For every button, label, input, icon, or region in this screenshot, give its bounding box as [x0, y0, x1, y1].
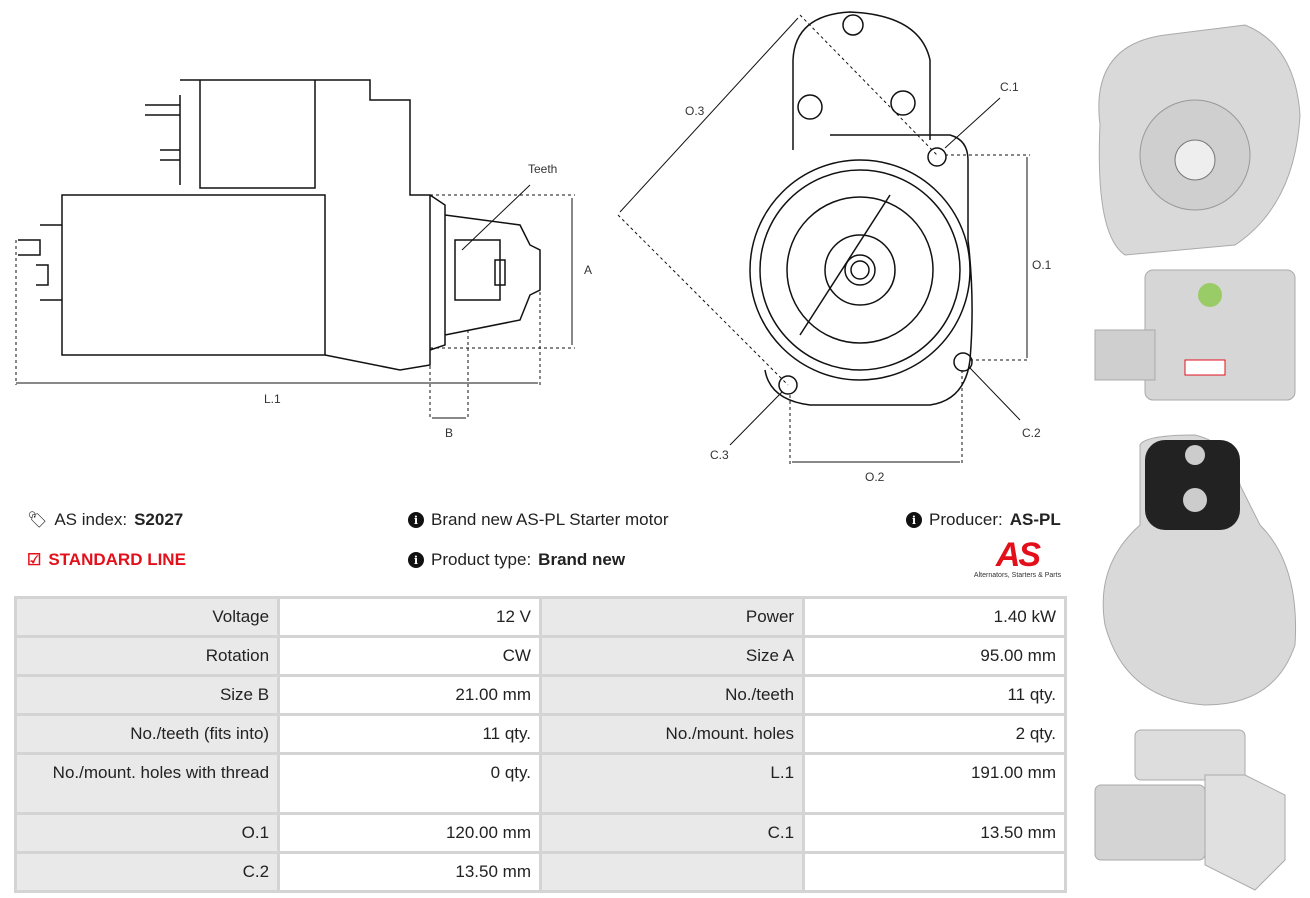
spec-value: 191.00 mm	[802, 752, 1067, 815]
spec-label: No./teeth (fits into)	[13, 713, 281, 755]
producer: i Producer: AS-PL	[906, 510, 1061, 530]
spec-label: No./teeth	[538, 674, 806, 716]
producer-label: Producer:	[929, 510, 1003, 529]
dim-o1-label: O.1	[1032, 258, 1052, 272]
checkbox-icon: ☑	[27, 552, 42, 569]
spec-label: O.1	[13, 812, 281, 854]
photo-side	[1094, 269, 1296, 401]
dim-l1-label: L.1	[264, 392, 281, 406]
product-type: i Product type: Brand new	[408, 550, 625, 570]
as-pl-logo: AS Alternators, Starters & Parts	[965, 538, 1070, 579]
spec-label: C.2	[13, 851, 281, 893]
spec-label: Power	[538, 596, 806, 638]
spec-value: 120.00 mm	[277, 812, 542, 854]
spec-label: No./mount. holes	[538, 713, 806, 755]
front-view-drawing	[617, 11, 1030, 465]
spec-label: Voltage	[13, 596, 281, 638]
as-index: 🏷 AS index: S2027	[27, 510, 183, 530]
dim-o3-label: O.3	[685, 104, 705, 118]
description-text: Brand new AS-PL Starter motor	[431, 510, 669, 529]
product-type-label: Product type:	[431, 550, 532, 569]
spec-label: No./mount. holes with thread	[13, 752, 281, 815]
dim-c3-label: C.3	[710, 448, 729, 462]
spec-value: 2 qty.	[802, 713, 1067, 755]
info-icon: i	[906, 512, 922, 528]
side-view-drawing	[15, 79, 575, 420]
spec-value: 13.50 mm	[277, 851, 542, 893]
logo-tagline: Alternators, Starters & Parts	[973, 572, 1062, 579]
spec-value: 21.00 mm	[277, 674, 542, 716]
spec-label: Size A	[538, 635, 806, 677]
spec-value: 1.40 kW	[802, 596, 1067, 638]
teeth-label: Teeth	[528, 162, 558, 176]
spec-value	[802, 851, 1067, 893]
spec-value: 11 qty.	[802, 674, 1067, 716]
spec-label: Size B	[13, 674, 281, 716]
spec-label: Rotation	[13, 635, 281, 677]
dim-o2-label: O.2	[865, 470, 885, 484]
spec-value: 12 V	[277, 596, 542, 638]
dim-c2-label: C.2	[1022, 426, 1041, 440]
spec-value: 0 qty.	[277, 752, 542, 815]
spec-value: 11 qty.	[277, 713, 542, 755]
dim-c1-label: C.1	[1000, 80, 1019, 94]
info-icon: i	[408, 512, 424, 528]
tags-icon: 🏷	[27, 512, 48, 529]
as-index-label: AS index:	[54, 510, 128, 529]
spec-value: 13.50 mm	[802, 812, 1067, 854]
dim-a-label: A	[584, 263, 593, 277]
product-line: ☑ STANDARD LINE	[27, 550, 186, 570]
product-line-label: STANDARD LINE	[48, 550, 186, 569]
spec-label: L.1	[538, 752, 806, 815]
photo-front	[1098, 24, 1301, 256]
spec-value: CW	[277, 635, 542, 677]
info-icon: i	[408, 552, 424, 568]
table-row: No./teeth (fits into)11 qty.No./mount. h…	[13, 713, 1067, 755]
spec-label	[538, 851, 806, 893]
product-type-value: Brand new	[538, 550, 626, 569]
photo-rear	[1102, 434, 1297, 706]
description: i Brand new AS-PL Starter motor	[408, 510, 668, 530]
photo-top	[1094, 729, 1286, 891]
spec-value: 95.00 mm	[802, 635, 1067, 677]
as-index-value: S2027	[134, 510, 184, 529]
spec-label: C.1	[538, 812, 806, 854]
producer-value: AS-PL	[1009, 510, 1061, 529]
product-photos	[1094, 24, 1301, 891]
logo-mark: AS	[965, 538, 1070, 572]
dim-b-label: B	[445, 426, 454, 440]
